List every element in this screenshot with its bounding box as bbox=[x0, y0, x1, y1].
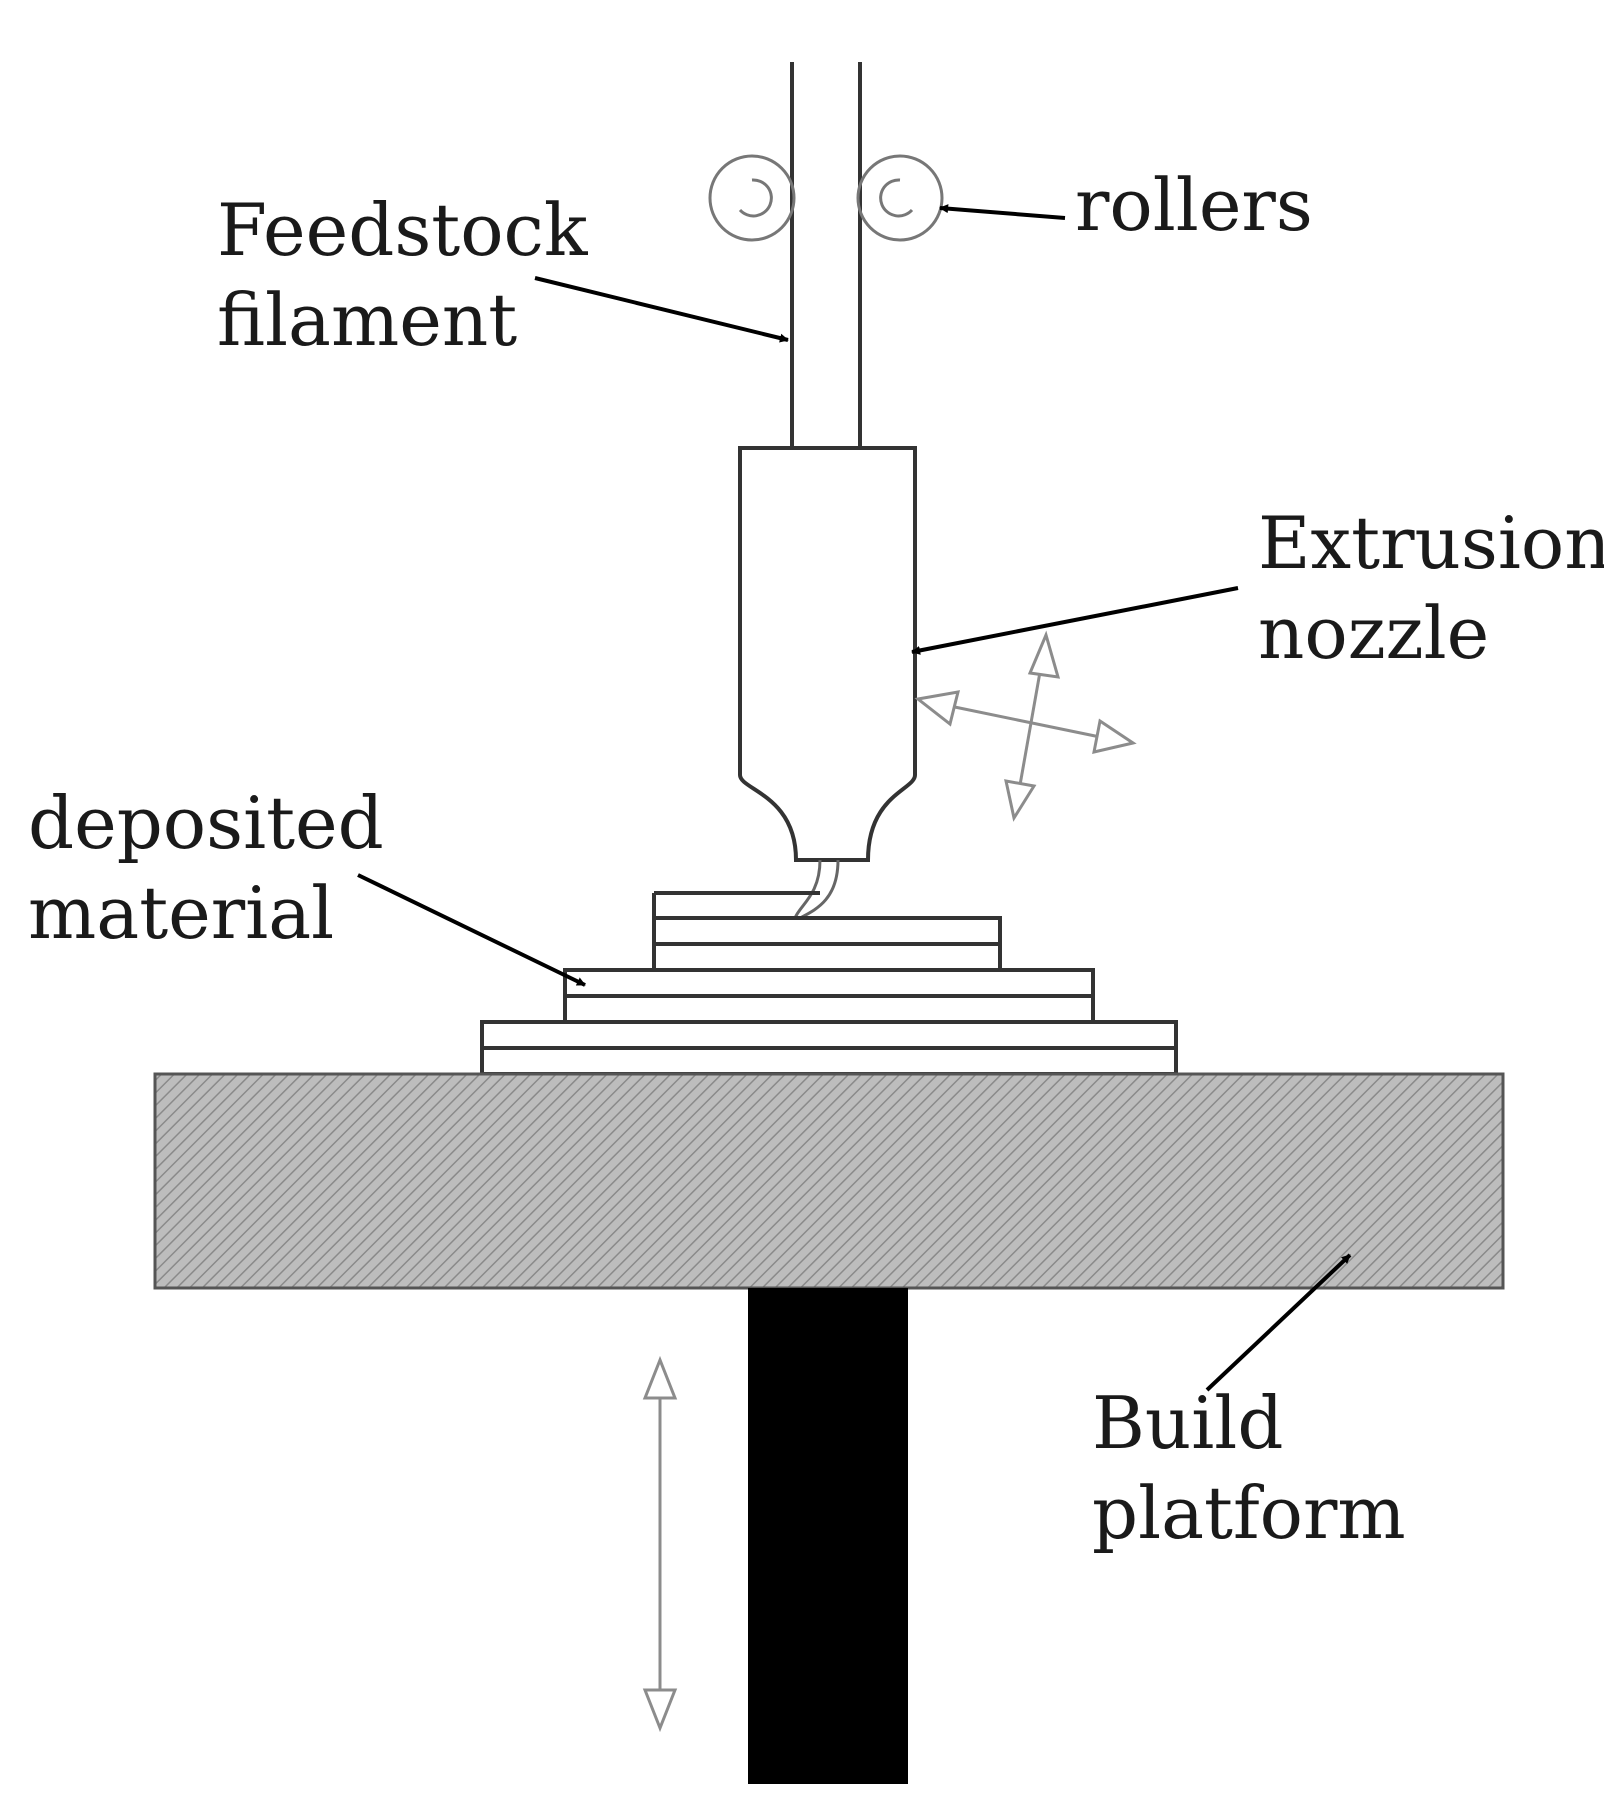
platform-arrow-icon bbox=[1205, 1253, 1352, 1392]
vertical-motion-arrow-icon bbox=[642, 1355, 678, 1733]
label-feedstock-line1: Feedstock bbox=[217, 188, 589, 272]
filament-arrow-icon bbox=[534, 276, 789, 343]
deposited-layers bbox=[480, 891, 1178, 1076]
platform-support bbox=[748, 1288, 908, 1784]
label-deposited-line2: material bbox=[28, 871, 334, 955]
label-build-line1: Build bbox=[1092, 1381, 1283, 1465]
build-platform bbox=[153, 1072, 1505, 1290]
extrusion-nozzle bbox=[738, 446, 917, 862]
label-extrusion-line1: Extrusion bbox=[1258, 501, 1604, 585]
roller-left bbox=[708, 154, 796, 242]
nozzle-arrow-icon bbox=[911, 586, 1239, 655]
label-deposited-line1: deposited bbox=[28, 781, 384, 865]
rollers-arrow-icon bbox=[939, 204, 1066, 220]
label-feedstock-line2: filament bbox=[217, 278, 517, 362]
label-arrows bbox=[357, 204, 1352, 1392]
label-rollers: rollers bbox=[1075, 163, 1313, 247]
feedstock-filament bbox=[790, 62, 862, 448]
label-build-line2: platform bbox=[1092, 1471, 1406, 1555]
extruded-strand bbox=[793, 859, 840, 920]
deposited-arrow-icon bbox=[357, 873, 586, 987]
label-extrusion-line2: nozzle bbox=[1258, 591, 1489, 675]
roller-right bbox=[856, 154, 944, 242]
xy-motion-arrows-icon bbox=[914, 630, 1137, 822]
